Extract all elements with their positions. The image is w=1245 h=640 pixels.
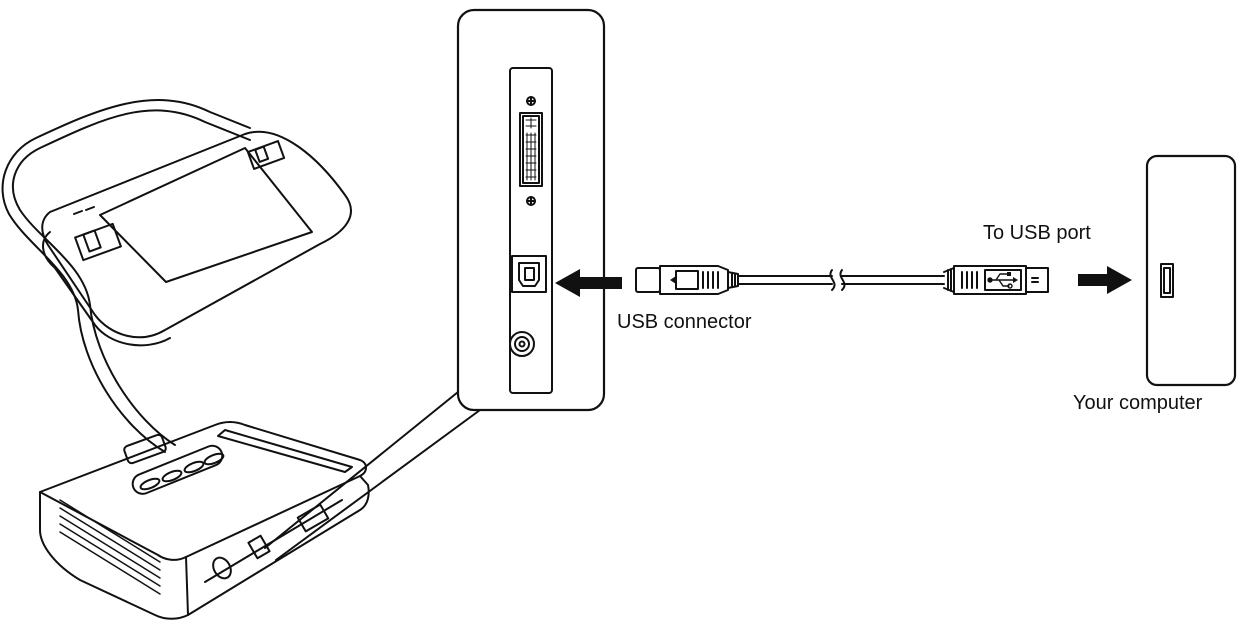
arrow-right-icon bbox=[1078, 266, 1132, 294]
dvi-port-icon bbox=[519, 96, 543, 206]
arrow-left-icon bbox=[555, 269, 622, 297]
usb-a-plug-icon bbox=[943, 265, 1049, 295]
pen-display-tablet-icon bbox=[41, 130, 352, 347]
computer-body bbox=[1145, 154, 1237, 387]
usb-trident-icon bbox=[987, 272, 1018, 289]
your-computer-label: Your computer bbox=[1073, 392, 1203, 414]
converter-box-icon bbox=[39, 421, 370, 620]
usb-a-port-icon bbox=[1160, 263, 1174, 298]
usb-b-plug-icon bbox=[635, 265, 739, 295]
usb-cable bbox=[635, 265, 1049, 295]
power-jack-icon bbox=[509, 331, 535, 357]
callout-panel bbox=[264, 8, 606, 561]
usb-b-port-icon bbox=[511, 255, 547, 293]
to-usb-port-label: To USB port bbox=[983, 222, 1091, 244]
usb-connector-label: USB connector bbox=[617, 311, 752, 333]
tablet-cable bbox=[1, 99, 251, 453]
